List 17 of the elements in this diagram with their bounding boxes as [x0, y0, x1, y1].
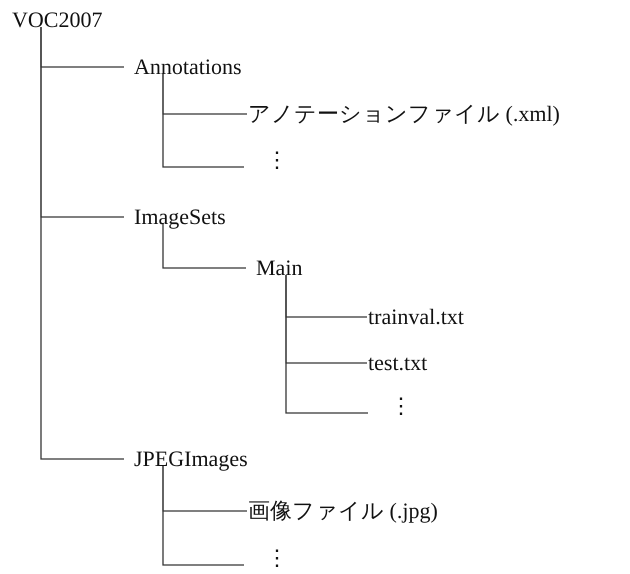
file-name: アノテーションファイル (.xml) — [248, 101, 560, 127]
ellipsis-mark: ⋮ — [390, 393, 412, 419]
folder-name: ImageSets — [134, 204, 226, 230]
file-name: test.txt — [368, 350, 428, 376]
ellipsis-mark: ⋮ — [266, 545, 288, 571]
folder-name: Annotations — [134, 54, 242, 80]
folder-name: Main — [256, 255, 302, 281]
folder-name: VOC2007 — [12, 7, 102, 33]
tree-connector — [162, 466, 244, 566]
tree-connector — [162, 74, 244, 168]
folder-name: JPEGImages — [134, 446, 248, 472]
tree-connector — [162, 224, 246, 269]
file-name: 画像ファイル (.jpg) — [248, 498, 438, 524]
file-name: trainval.txt — [368, 304, 464, 330]
ellipsis-mark: ⋮ — [266, 147, 288, 173]
tree-connector — [40, 27, 124, 460]
tree-connector — [285, 275, 368, 414]
